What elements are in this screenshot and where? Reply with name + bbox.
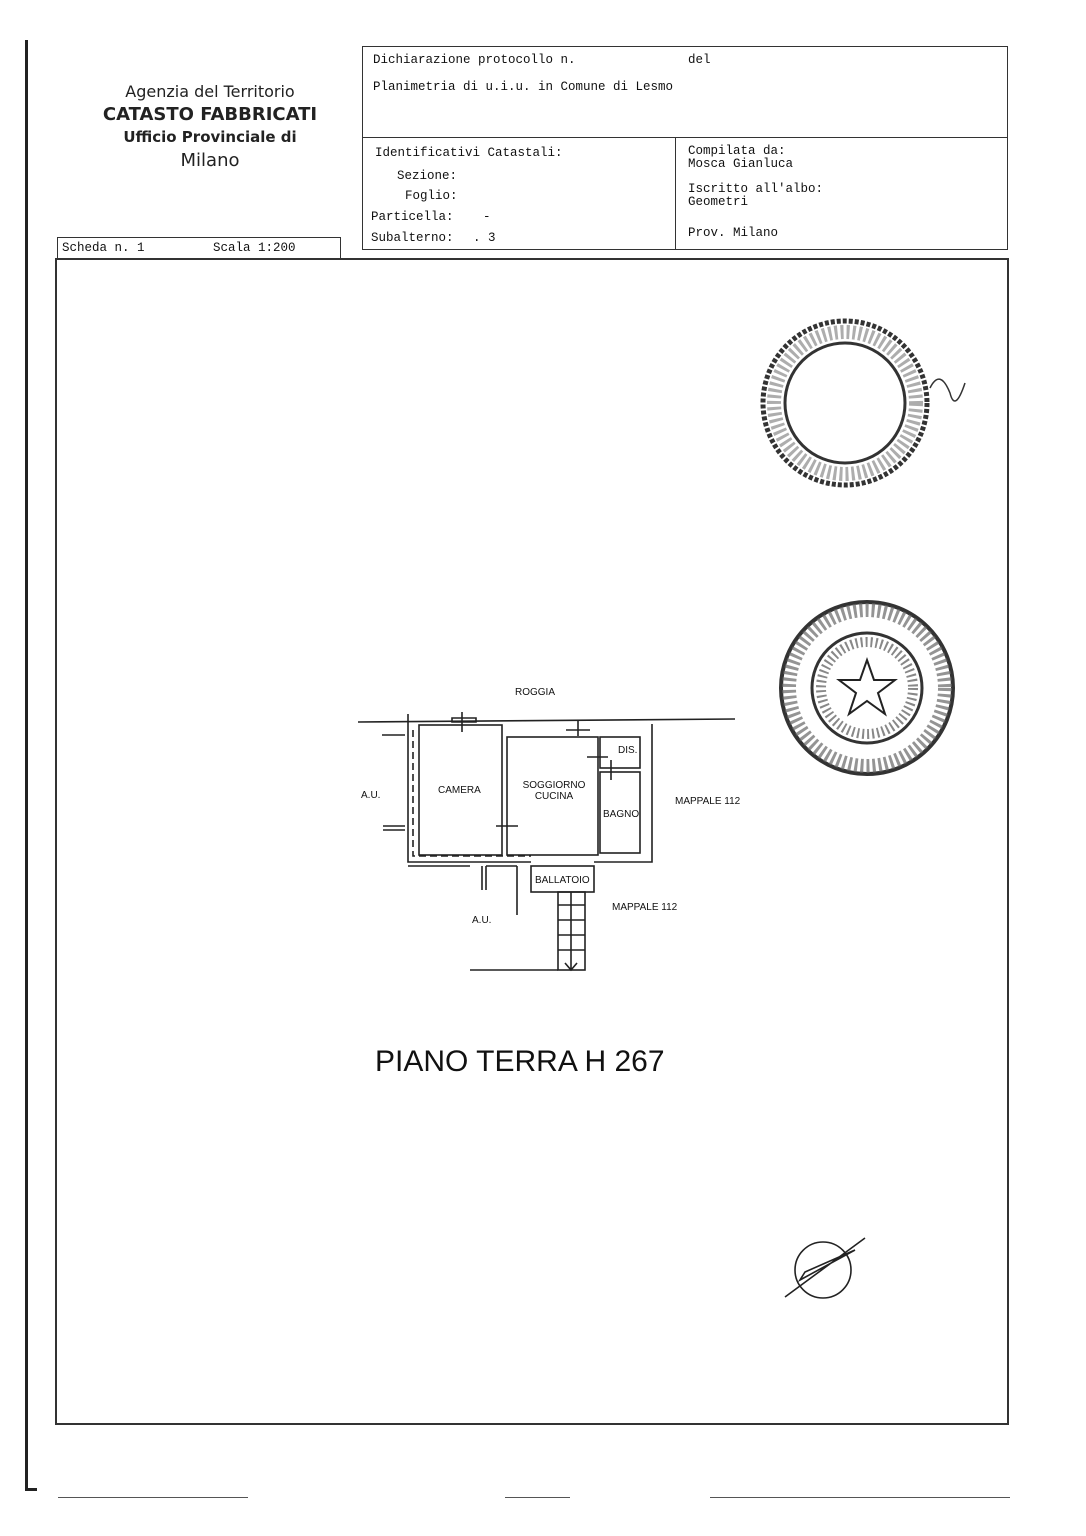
scan-line — [58, 1497, 248, 1498]
drawing-frame — [55, 258, 1009, 1425]
outer-wall — [407, 714, 653, 863]
boundary-dashed — [412, 730, 531, 857]
label-dis: DIS. — [618, 745, 638, 756]
label-au-left: A.U. — [361, 790, 381, 801]
label-au-bottom: A.U. — [472, 915, 492, 926]
room-soggiorno — [506, 736, 599, 856]
albo-label: Iscritto all'albo: — [688, 182, 824, 196]
subalterno-label: Subalterno: — [371, 231, 454, 245]
albo-block: Iscritto all'albo: Geometri — [688, 183, 823, 209]
label-mappale-right: MAPPALE 112 — [675, 796, 741, 807]
foglio-label: Foglio: — [405, 189, 458, 203]
label-mappale-bottom: MAPPALE 112 — [612, 902, 678, 913]
sheet-info: Scheda n. 1 Scala 1:200 — [57, 237, 341, 259]
roggia-line — [357, 718, 736, 723]
label-soggiorno: SOGGIORNO — [522, 780, 586, 791]
city: Milano — [180, 150, 240, 171]
protocol-label: Dichiarazione protocollo n. — [373, 53, 576, 67]
windows — [451, 717, 590, 736]
label-bagno: BAGNO — [603, 809, 640, 820]
room-dis — [599, 736, 641, 769]
label-soggiorno-cucina: SOGGIORNO CUCINA — [520, 780, 588, 802]
scheda-number: Scheda n. 1 — [62, 241, 145, 255]
adjacent-walls — [382, 734, 518, 915]
official-seal-stamp — [779, 600, 955, 776]
agency-name: Agenzia del Territorio — [125, 82, 295, 101]
label-camera: CAMERA — [438, 785, 481, 796]
scan-line — [505, 1497, 570, 1498]
divider — [363, 137, 1007, 138]
label-cucina: CUCINA — [534, 791, 574, 802]
north-arrow-circle — [794, 1241, 852, 1299]
geometri-stamp — [760, 318, 966, 488]
label-ballatoio: BALLATOIO — [535, 875, 590, 886]
del-label: del — [688, 53, 711, 67]
door-marks — [461, 712, 612, 827]
room-bagno — [599, 771, 641, 854]
scan-edge — [25, 40, 28, 1490]
particella-value: - — [483, 210, 491, 224]
scale: Scala 1:200 — [213, 241, 296, 255]
scan-line — [710, 1497, 1010, 1498]
compilata-label: Compilata da: — [688, 144, 786, 158]
stair-arrow — [564, 892, 578, 972]
sezione-label: Sezione: — [397, 169, 458, 183]
identifiers-title: Identificativi Catastali: — [375, 146, 563, 160]
declaration-box: Dichiarazione protocollo n. del Planimet… — [362, 46, 1008, 250]
room-camera — [418, 724, 503, 856]
scan-edge — [25, 1488, 37, 1491]
agency-header: Agenzia del Territorio CATASTO FABBRICAT… — [70, 80, 350, 172]
provincial-office: Ufficio Provinciale di — [123, 128, 297, 146]
particella-label: Particella: — [371, 210, 454, 224]
label-roggia: ROGGIA — [515, 687, 556, 698]
subalterno-value: . 3 — [473, 231, 496, 245]
floor-title: PIANO TERRA H 267 — [375, 1045, 665, 1078]
planimetria-label: Planimetria di u.i.u. in Comune di Lesmo — [373, 80, 674, 94]
province: Prov. Milano — [688, 226, 779, 240]
compiler-block: Compilata da: Mosca Gianluca — [688, 145, 793, 171]
divider — [675, 137, 676, 249]
office-name: CATASTO FABBRICATI — [102, 104, 318, 125]
north-arrow — [784, 1237, 866, 1298]
albo-value: Geometri — [688, 195, 749, 209]
compiler-name: Mosca Gianluca — [688, 157, 794, 171]
